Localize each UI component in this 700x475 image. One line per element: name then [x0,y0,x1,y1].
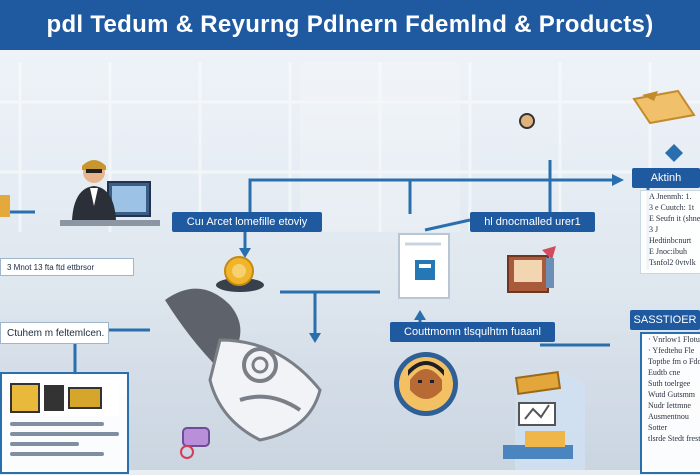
panel-line: Suth toelrgee [648,379,691,388]
session-label[interactable]: SASSTIOER [630,310,700,330]
shopping-bag-icon [175,420,220,460]
auth-label[interactable]: Aktinh [632,168,700,188]
panel-line: Nudr Iettmne [648,401,691,410]
document-icon [395,232,453,302]
delivery-label[interactable]: hl dnocmalled urer1 [470,212,595,232]
gold-coin-icon [215,255,265,295]
panel-line: Wutd Gutsmm [648,390,696,399]
right-panel-top: A Jnenmh: 1. 3 e Cuutch: 1t E Seufn it (… [640,190,700,274]
panel-line: · Vnrlow1 Flotu [648,335,700,344]
text-line [10,432,119,436]
person-at-desk-icon [60,150,160,240]
left-screen-panel [0,372,129,474]
panel-line: Ausmentnou Sotter [648,412,689,432]
feedback-label[interactable]: Ctuhem m feltemlcen. [0,322,109,344]
diamond-marker-icon [664,143,684,163]
customer-activity-label[interactable]: Cuı Arcet lomefille etoviy [172,212,322,232]
panel-line: E Seufn it (shne [649,214,700,223]
chart-card-icon [10,380,119,416]
monitor-icon-left [0,195,10,217]
panel-line: tlsrde Stedt frest [648,434,700,443]
panel-line: 3 e Cuutch: 1t [649,203,695,212]
customer-group-label[interactable]: Couttmomn tlsqulhtm fuaanl [390,322,555,342]
gift-box-icon [500,240,560,300]
robot-hand-icon [160,280,330,450]
panel-line: A Jnenmh: 1. [649,192,692,201]
left-caption: 3 Mnot 13 fta ftd ettbrsor [0,258,134,276]
text-line [10,422,104,426]
panel-line: Eudtb cne [648,368,681,377]
customer-avatar-icon [392,350,460,418]
title-banner: pdl Tedum & Reyurng Pdlnern Fdemlnd & Pr… [0,0,700,50]
window-grid [0,62,700,232]
panel-line: Tsnfol2 0vtvlk [649,258,696,267]
panel-line: 3 J Hedtinbcnurt [649,225,692,245]
panel-line: · Yfedtehu Fle [648,346,695,355]
panel-line: E Jnoc:ibuh [649,247,687,256]
text-line [10,442,79,446]
hand-card-icon [495,345,605,470]
page-title: pdl Tedum & Reyurng Pdlnern Fdemlnd & Pr… [46,11,654,38]
gold-card-icon [628,85,700,130]
text-line [10,452,104,456]
panel-line: Toptbe fm o Fdo [648,357,700,366]
right-panel-bottom: · Vnrlow1 Flotu · Yfedtehu Fle Toptbe fm… [640,332,700,474]
hand-icon-top [518,112,536,130]
